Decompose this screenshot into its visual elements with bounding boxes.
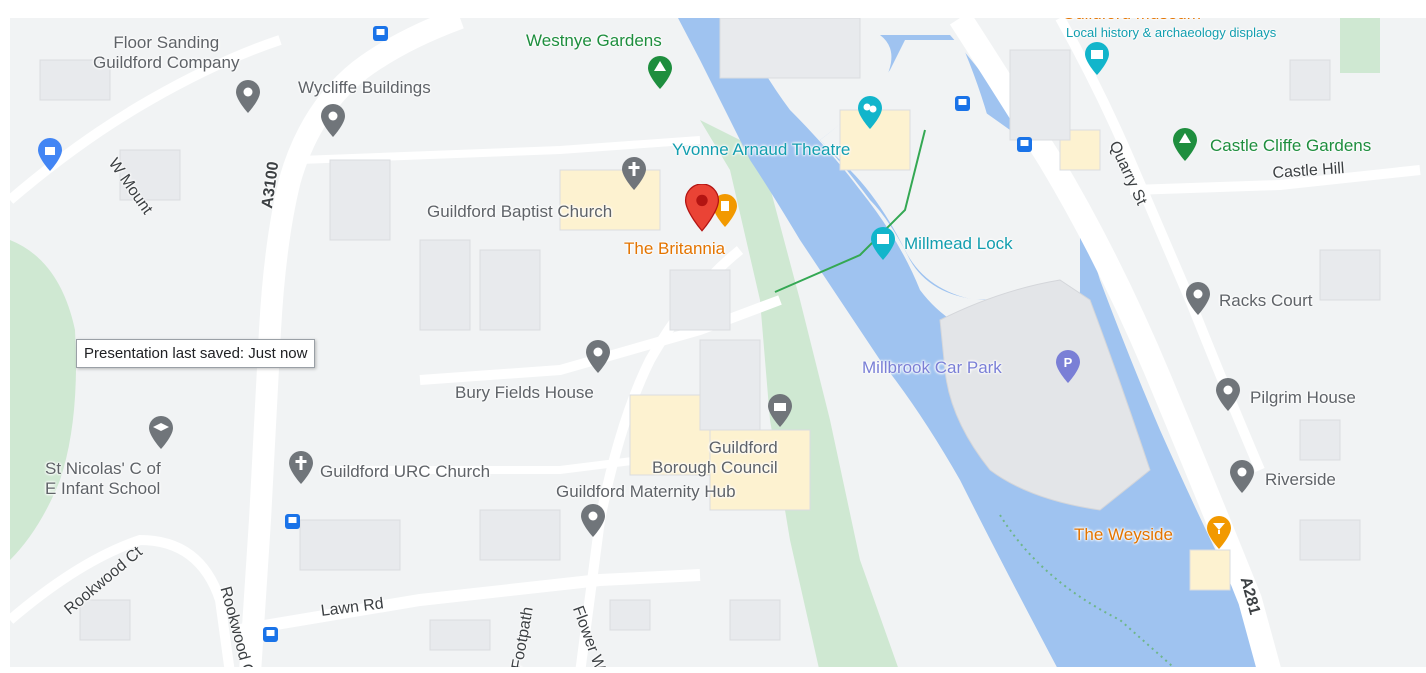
bus-stop-icon[interactable]: [955, 96, 970, 111]
label-millmead-lock[interactable]: Millmead Lock: [904, 234, 1013, 253]
pin-riverside-icon[interactable]: [1227, 460, 1257, 494]
car-park-area: [939, 279, 1151, 511]
pin-weyside-bar-icon[interactable]: [1204, 516, 1234, 550]
pin-car-park-icon[interactable]: P: [1053, 350, 1083, 384]
pin-racks-court-icon[interactable]: [1183, 282, 1213, 316]
pin-castle-cliffe-tree-icon[interactable]: [1170, 128, 1200, 162]
road-minor-1: [299, 136, 701, 164]
label-riverside[interactable]: Riverside: [1265, 470, 1336, 489]
pin-britannia-pub-icon[interactable]: [710, 194, 740, 228]
pin-theatre-icon[interactable]: [855, 96, 885, 130]
bus-stop-icon[interactable]: [1017, 137, 1032, 152]
label-the-britannia[interactable]: The Britannia: [624, 239, 726, 258]
save-status-tooltip: Presentation last saved: Just now: [76, 339, 316, 368]
pin-pilgrim-house-icon[interactable]: [1213, 378, 1243, 412]
bus-stop-icon[interactable]: [263, 627, 278, 642]
label-borough-council[interactable]: Guildford Borough Council: [652, 438, 778, 477]
label-castle-cliffe[interactable]: Castle Cliffe Gardens: [1210, 136, 1372, 155]
label-westnye-gardens[interactable]: Westnye Gardens: [526, 31, 662, 50]
park-riverbank: [700, 120, 900, 673]
label-millbrook-car-park[interactable]: Millbrook Car Park: [862, 358, 1002, 377]
bus-stop-icon[interactable]: [285, 514, 300, 529]
pin-floor-sanding-icon[interactable]: [233, 80, 263, 114]
label-yvonne-arnaud[interactable]: Yvonne Arnaud Theatre: [672, 140, 851, 159]
label-racks-court[interactable]: Racks Court: [1219, 291, 1313, 310]
park-top-right: [1340, 18, 1380, 73]
road-castle-hill: [1129, 165, 1421, 195]
label-pilgrim-house[interactable]: Pilgrim House: [1250, 388, 1356, 407]
park-area-west: [10, 240, 76, 560]
bus-stop-icon[interactable]: [373, 26, 388, 41]
label-the-weyside[interactable]: The Weyside: [1074, 525, 1173, 544]
label-urc-church[interactable]: Guildford URC Church: [320, 462, 491, 481]
label-floor-sanding[interactable]: Floor Sanding Guildford Company: [93, 33, 240, 72]
label-bury-fields[interactable]: Bury Fields House: [455, 383, 594, 402]
label-wycliffe[interactable]: Wycliffe Buildings: [298, 78, 431, 97]
label-maternity-hub[interactable]: Guildford Maternity Hub: [556, 482, 736, 501]
label-baptist-church[interactable]: Guildford Baptist Church: [427, 202, 613, 221]
frame-left: [0, 0, 10, 673]
road-a3100: [239, 7, 464, 673]
pin-millmead-lock-icon[interactable]: [868, 227, 898, 261]
pin-westnye-tree-icon[interactable]: [645, 56, 675, 90]
pin-st-nicolas-school-icon[interactable]: [146, 416, 176, 450]
pin-museum-icon[interactable]: [1082, 42, 1112, 76]
road-rookwood: [6, 534, 235, 673]
weir-dots: [999, 514, 1181, 673]
buildings: [39, 17, 1381, 651]
road-minor-2: [340, 456, 641, 474]
label-st-nicolas[interactable]: St Nicolas' C of E Infant School: [45, 459, 161, 498]
road-bury-fields: [419, 295, 782, 385]
selected-location-pin-icon[interactable]: [683, 184, 721, 232]
pin-borough-council-icon[interactable]: [765, 394, 795, 428]
pin-baptist-church-icon[interactable]: [619, 157, 649, 191]
pin-bury-fields-icon[interactable]: [583, 340, 613, 374]
label-museum-desc: Local history & archaeology displays: [1066, 25, 1277, 40]
pin-urc-church-icon[interactable]: [286, 451, 316, 485]
road-lawn-rd: [239, 569, 701, 636]
frame-bottom: [0, 667, 1426, 673]
svg-text:P: P: [1064, 355, 1073, 370]
pin-shopping-icon[interactable]: [35, 138, 65, 172]
frame-top: [0, 0, 1426, 18]
pin-wycliffe-icon[interactable]: [318, 104, 348, 138]
pin-maternity-hub-icon[interactable]: [578, 504, 608, 538]
